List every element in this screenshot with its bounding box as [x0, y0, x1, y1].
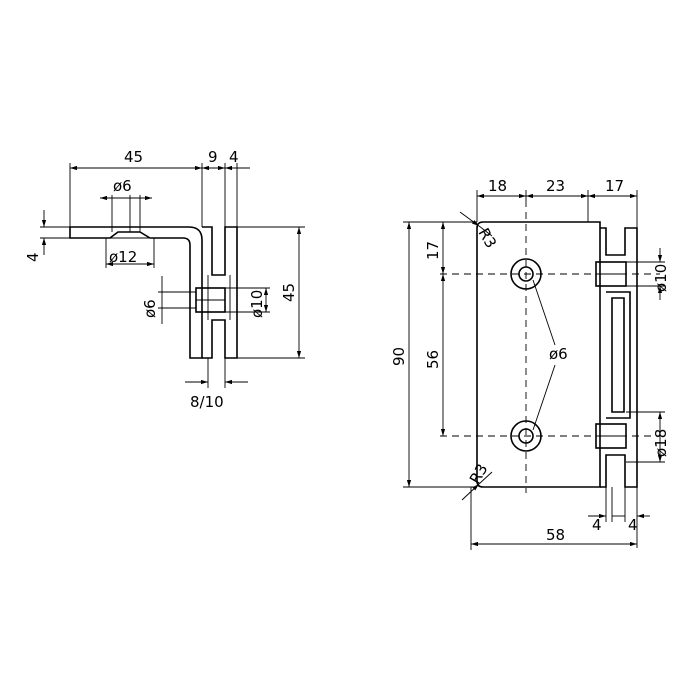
dim-plate: 4 [229, 148, 239, 166]
dim-left: 18 [488, 177, 507, 195]
dim-gap: 9 [208, 148, 218, 166]
dim-head-top: ø10 [652, 264, 670, 292]
clamp-body [202, 226, 238, 359]
dim-pin-head: ø10 [248, 290, 266, 318]
front-view: 18 23 17 R3 R3 90 17 56 ø6 ø10 ø1 [390, 177, 670, 550]
dim-width: 45 [124, 148, 143, 166]
dim-right: 17 [605, 177, 624, 195]
dim-bottom-radius: R3 [466, 461, 492, 487]
dim-total-height: 90 [390, 347, 408, 366]
dim-hole-counterbore: ø12 [109, 248, 137, 266]
dim-hole-spacing: 56 [424, 350, 442, 369]
dim-middle: 23 [546, 177, 565, 195]
dim-glass: 8/10 [190, 393, 224, 411]
dim-flange-left: 4 [592, 516, 602, 534]
dim-holes: ø6 [549, 345, 568, 363]
dim-hole-small: ø6 [113, 177, 132, 195]
dim-thickness: 4 [24, 252, 42, 262]
clamp-profile [600, 227, 638, 488]
dim-head-bottom: ø18 [652, 429, 670, 457]
dim-top-radius: R3 [475, 225, 501, 251]
dim-top-offset: 17 [424, 241, 442, 260]
side-view: 45 9 4 ø6 ø12 4 ø6 ø10 45 [24, 148, 305, 411]
dim-flange-right: 4 [628, 516, 638, 534]
dim-total-width: 58 [546, 526, 565, 544]
dim-pin: ø6 [141, 299, 159, 318]
bracket-arm [69, 226, 203, 359]
glass-slot [606, 291, 631, 419]
dim-height: 45 [280, 283, 298, 302]
front-plate [476, 221, 601, 488]
